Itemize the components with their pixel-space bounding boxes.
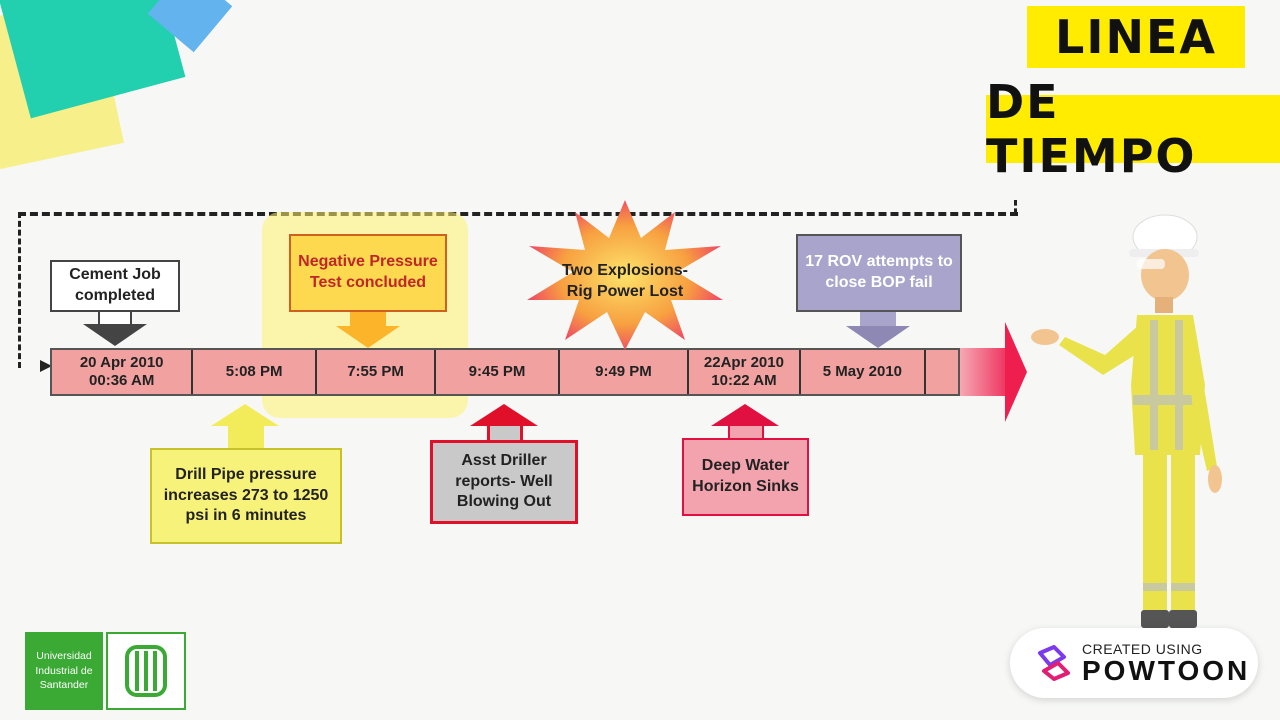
dashed-arrowhead — [40, 360, 52, 372]
event-deep-water-sinks: Deep Water Horizon Sinks — [682, 438, 809, 516]
arrow-up-icon — [711, 404, 779, 426]
arrow-stem — [228, 426, 264, 450]
arrow-stem — [728, 426, 764, 440]
timeline-segment-end — [926, 350, 958, 394]
explosion-starburst-icon — [527, 200, 723, 350]
uis-logo-text: Universidad Industrial de Santander — [25, 632, 103, 710]
arrow-stem — [98, 312, 132, 324]
arrow-down-icon — [83, 324, 147, 346]
timeline-segment: 5:08 PM — [193, 350, 317, 394]
worker-character-icon — [1031, 214, 1222, 628]
arrow-up-icon — [211, 404, 279, 426]
event-explosions: Two Explosions- Rig Power Lost — [562, 262, 688, 300]
powtoon-brand: POWTOON — [1082, 655, 1251, 686]
arrow-stem — [487, 426, 523, 442]
timeline-segment: 9:49 PM — [560, 350, 690, 394]
dashed-return-right — [1014, 200, 1017, 214]
event-negative-pressure: Negative Pressure Test concluded — [289, 234, 447, 312]
powtoon-created-using: CREATED USING — [1082, 641, 1203, 657]
timeline-arrow-tail — [960, 348, 1010, 396]
timeline-segment: 5 May 2010 — [801, 350, 927, 394]
event-drill-pipe: Drill Pipe pressure increases 273 to 125… — [150, 448, 342, 544]
title-line-2: DE TIEMPO — [986, 75, 1280, 183]
powtoon-logo-icon — [1038, 645, 1070, 681]
timeline-segment: 9:45 PM — [436, 350, 560, 394]
event-cement-job: Cement Job completed — [50, 260, 180, 312]
timeline-segment: 7:55 PM — [317, 350, 437, 394]
event-asst-driller: Asst Driller reports- Well Blowing Out — [430, 440, 578, 524]
event-rov-attempts: 17 ROV attempts to close BOP fail — [796, 234, 962, 312]
timeline-arrow-head — [1005, 322, 1027, 422]
arrow-down-icon — [336, 326, 400, 348]
arrow-stem — [350, 312, 386, 326]
arrow-up-icon — [470, 404, 538, 426]
title-line-1: LINEA — [1027, 6, 1245, 68]
uis-logo-icon — [106, 632, 186, 710]
arrow-stem — [860, 312, 896, 326]
dashed-return-left — [18, 212, 21, 368]
dashed-return-top — [18, 212, 1018, 216]
powtoon-badge: CREATED USING POWTOON — [1010, 628, 1258, 698]
arrow-down-icon — [846, 326, 910, 348]
